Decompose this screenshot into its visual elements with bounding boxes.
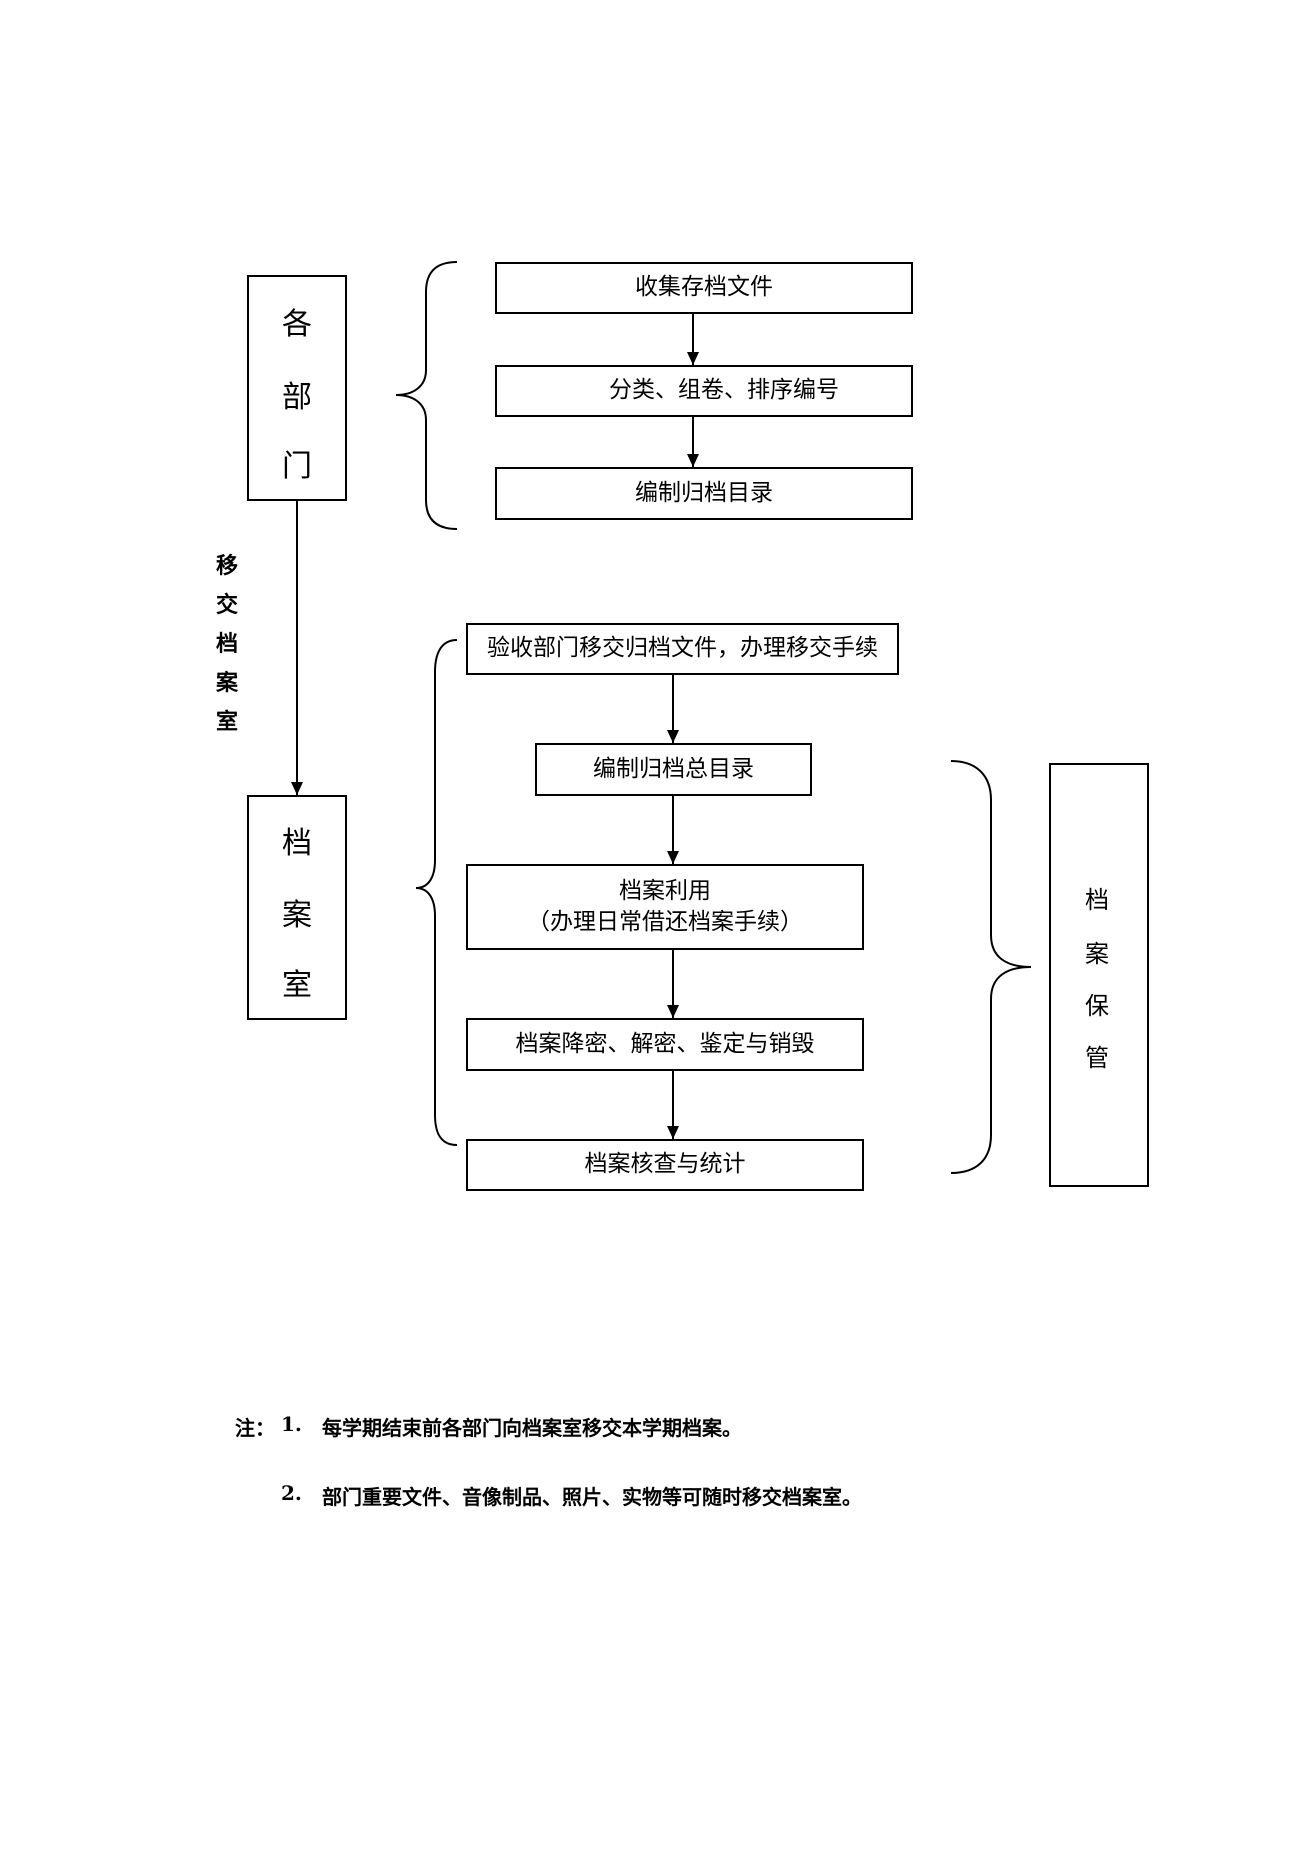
step-master-catalog: 编制归档总目录: [535, 743, 812, 796]
step-label: 编制归档目录: [635, 479, 773, 506]
step-label: 档案核查与统计: [584, 1151, 746, 1178]
step-label: 档案利用: [619, 877, 711, 904]
archive-room-char: 案: [282, 898, 312, 933]
departments-box: [247, 275, 347, 501]
arrow-master-catalog-to-usage-head: [667, 851, 679, 864]
departments-char: 部: [282, 380, 312, 415]
arrow-classify-to-catalog-head: [687, 454, 699, 467]
archive-room-char: 室: [282, 968, 312, 1003]
brace-storage: [950, 760, 1032, 1174]
step-accept-transfer: 验收部门移交归档文件，办理移交手续: [466, 623, 899, 675]
transfer-label-char: 交: [215, 593, 238, 618]
storage-char: 管: [1085, 1044, 1109, 1072]
transfer-label-char: 档: [215, 632, 238, 657]
arrow-declassify-to-audit-head: [667, 1126, 679, 1139]
departments-char: 各: [282, 307, 312, 342]
note-text: 部门重要文件、音像制品、照片、实物等可随时移交档案室。: [322, 1485, 862, 1509]
step-label: 验收部门移交归档文件，办理移交手续: [487, 635, 878, 662]
step-audit-statistics: 档案核查与统计: [466, 1139, 864, 1191]
transfer-label-char: 移: [215, 554, 238, 579]
notes-prefix: 注：: [235, 1416, 275, 1440]
step-label: 分类、组卷、排序编号: [609, 377, 839, 404]
storage-char: 案: [1085, 940, 1109, 968]
arrow-usage-to-declassify-head: [667, 1005, 679, 1018]
archive-room-box: [247, 795, 347, 1020]
arrow-transfer-to-archive-room-head: [291, 782, 303, 795]
step-classify-number: 分类、组卷、排序编号: [495, 365, 913, 417]
arrow-collect-to-classify-head: [687, 352, 699, 365]
departments-char: 门: [282, 449, 312, 484]
step-label: 档案降密、解密、鉴定与销毁: [515, 1030, 815, 1057]
step-collect-files: 收集存档文件: [495, 262, 913, 314]
note-text: 每学期结束前各部门向档案室移交本学期档案。: [322, 1416, 742, 1440]
storage-box: [1049, 763, 1149, 1187]
transfer-label-char: 案: [215, 671, 238, 696]
step-declassify-destroy: 档案降密、解密、鉴定与销毁: [466, 1018, 864, 1071]
archive-room-char: 档: [282, 826, 312, 861]
step-label: 编制归档总目录: [593, 755, 754, 782]
arrow-accept-to-master-catalog-head: [667, 730, 679, 743]
step-label: 收集存档文件: [635, 274, 773, 301]
note-number: 1.: [281, 1412, 302, 1436]
step-compile-catalog: 编制归档目录: [495, 467, 913, 520]
note-number: 2.: [281, 1481, 302, 1505]
step-sublabel: （办理日常借还档案手续）: [527, 909, 803, 935]
brace-archive-room: [415, 639, 458, 1146]
transfer-label-char: 室: [215, 710, 238, 735]
brace-departments: [395, 261, 458, 530]
step-archive-usage: 档案利用 （办理日常借还档案手续）: [466, 864, 864, 950]
storage-char: 保: [1085, 992, 1109, 1020]
storage-char: 档: [1085, 886, 1109, 914]
